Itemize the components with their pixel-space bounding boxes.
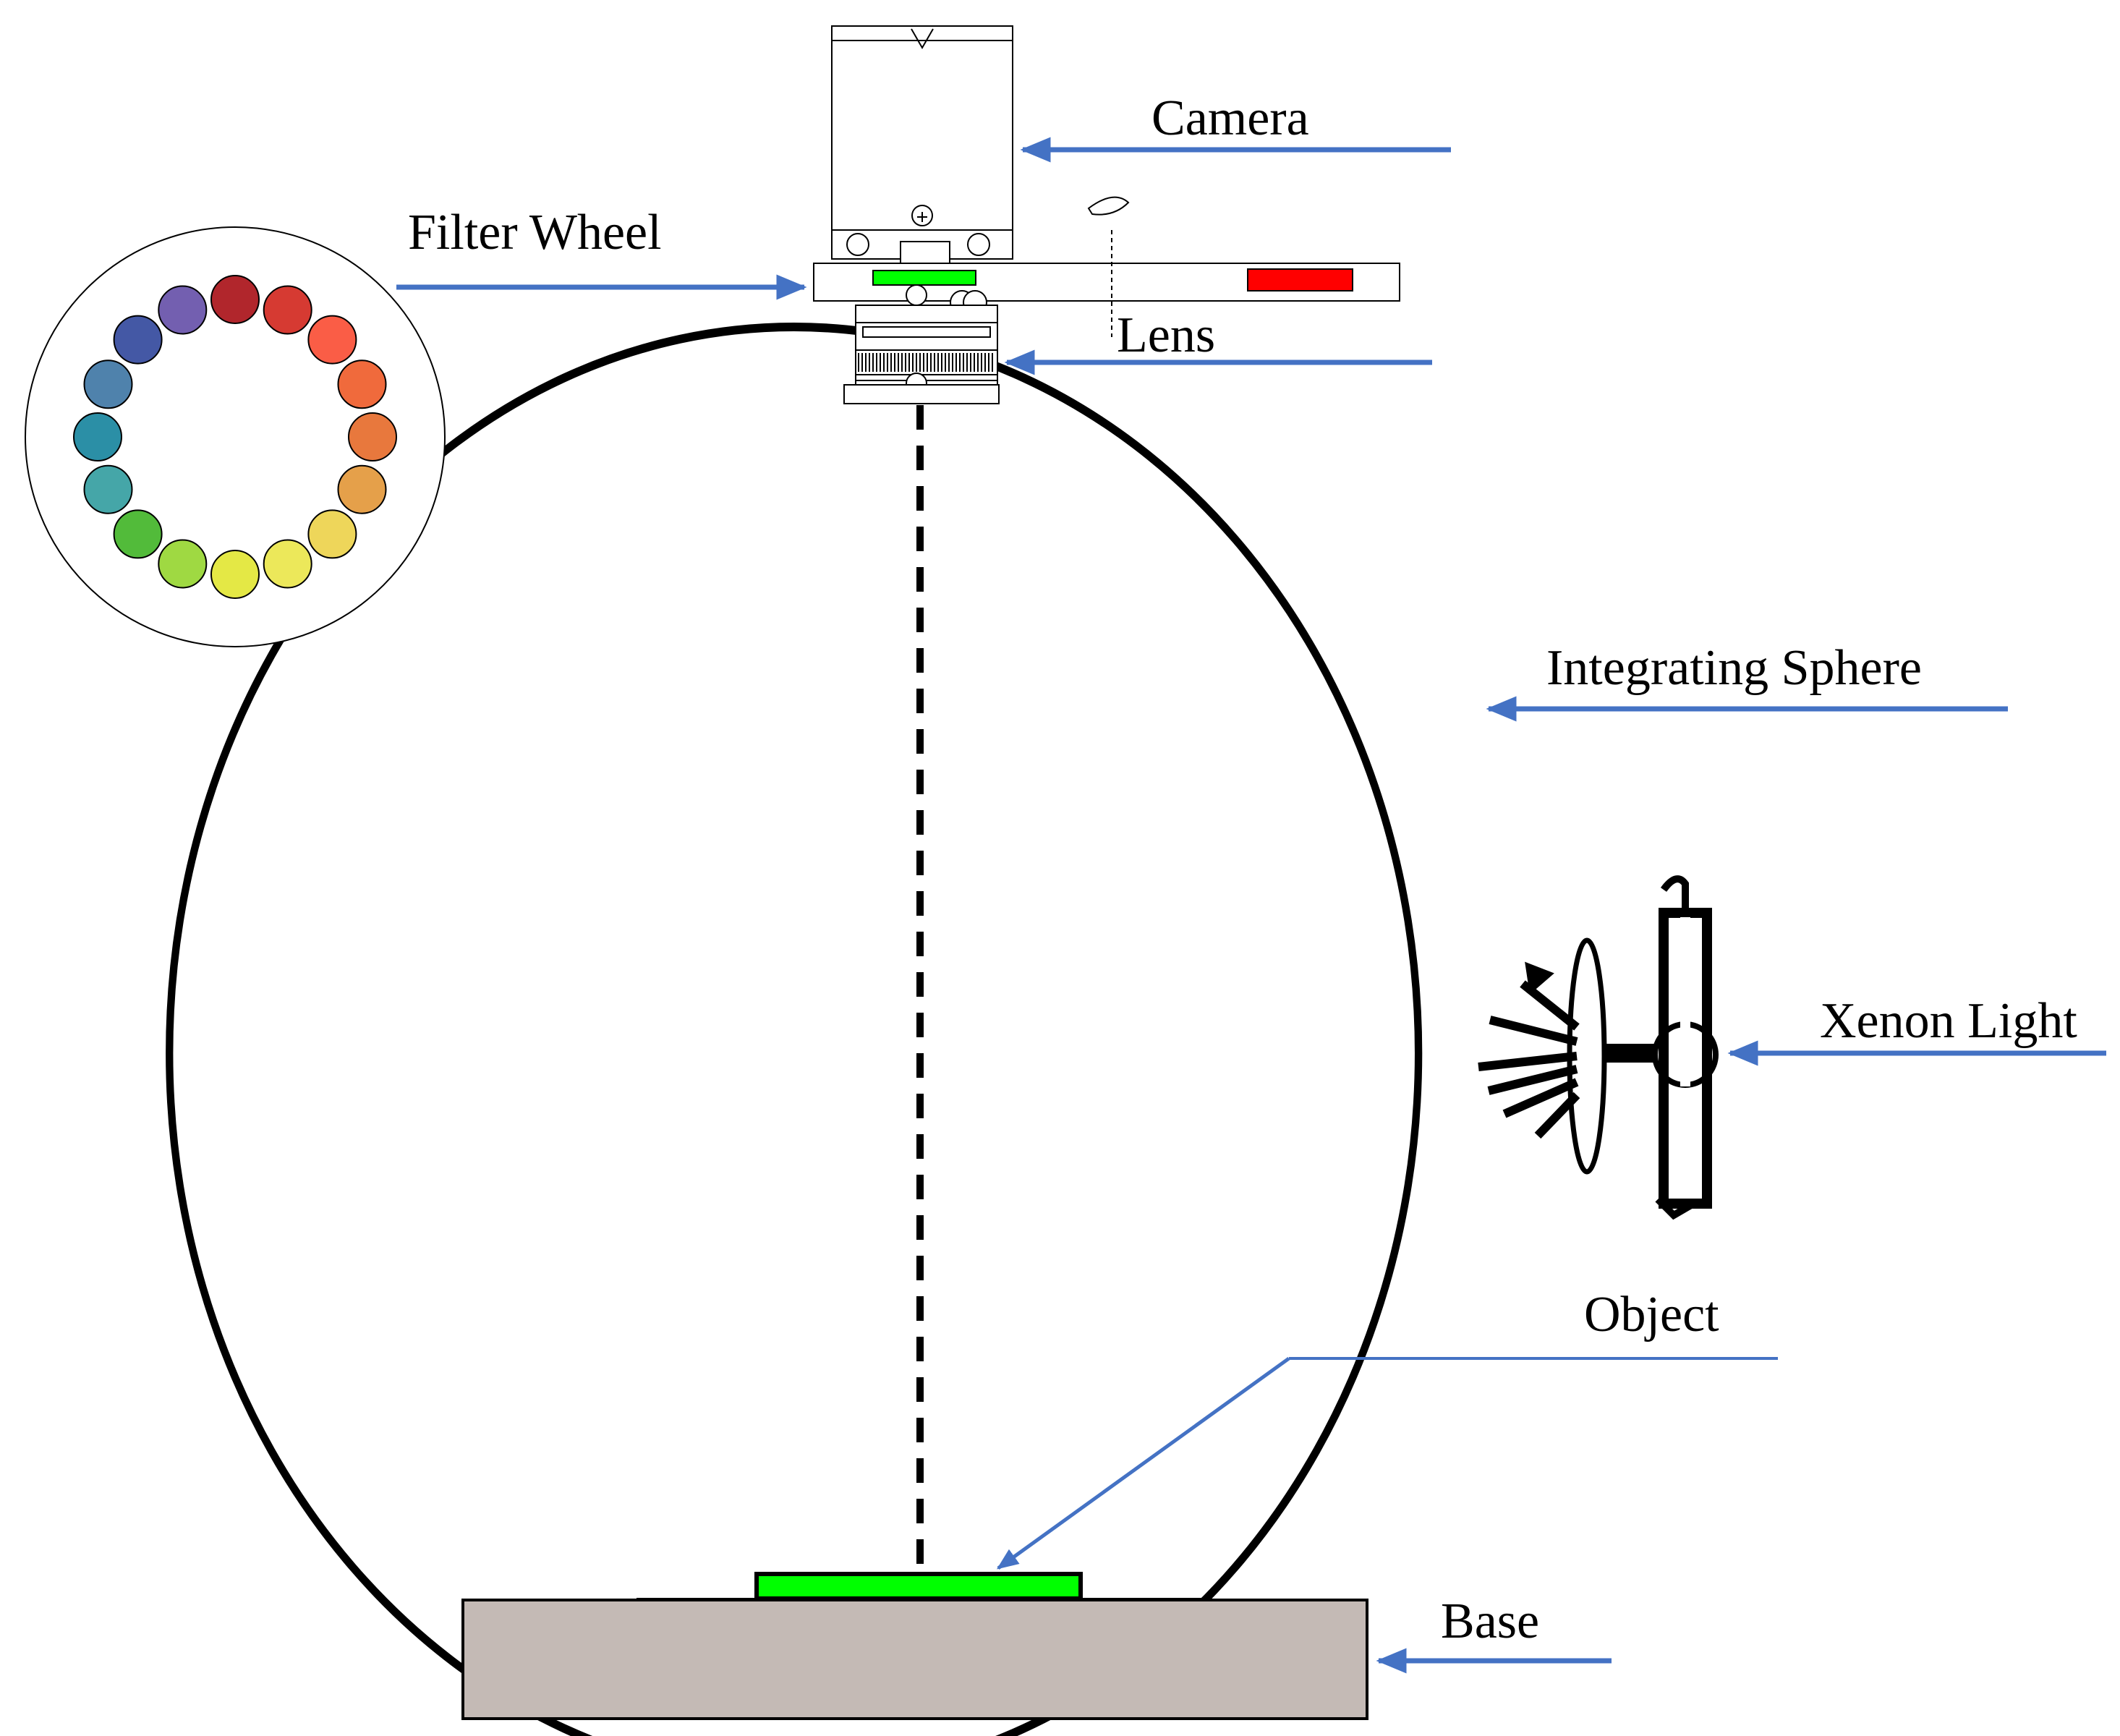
filter-swatch — [307, 509, 357, 559]
filter-swatch — [210, 275, 260, 324]
object-arrow — [996, 1356, 1290, 1570]
filter-swatch — [263, 285, 312, 335]
filter-swatch — [337, 359, 387, 409]
base-label: Base — [1441, 1594, 1539, 1649]
filter-swatch — [263, 539, 312, 589]
base-platform — [461, 1598, 1368, 1720]
filter-swatch — [83, 359, 133, 409]
filter-swatch — [113, 509, 163, 559]
object-label: Object — [1584, 1287, 1719, 1343]
lens-assembly — [843, 305, 1000, 404]
filter-swatch — [210, 550, 260, 599]
xenon-light-label: Xenon Light — [1820, 993, 2077, 1049]
filter-swatch — [113, 315, 163, 365]
callout-arrows — [396, 137, 2106, 1674]
integrating-sphere-label: Integrating Sphere — [1546, 640, 1922, 696]
filter-swatch — [337, 464, 387, 514]
camera-body — [831, 25, 1013, 264]
filter-swatch — [73, 412, 122, 461]
filter-swatch — [348, 412, 397, 461]
filter-wheel-detail — [25, 226, 446, 647]
filter-wheel-bar — [813, 263, 1400, 315]
red-filter — [1247, 268, 1353, 292]
green-filter — [872, 270, 976, 286]
lens-label: Lens — [1117, 307, 1215, 363]
camera-label: Camera — [1151, 90, 1309, 146]
filter-swatch — [83, 464, 133, 514]
xenon-light — [1478, 875, 1719, 1220]
filter-swatch — [158, 539, 208, 589]
filter-wheel-label: Filter Wheel — [408, 205, 662, 260]
filter-swatch — [158, 285, 208, 335]
object-sample — [754, 1572, 1083, 1601]
filter-swatch — [307, 315, 357, 365]
lens-indicator — [1087, 196, 1130, 337]
integrating-sphere — [166, 323, 1423, 1736]
